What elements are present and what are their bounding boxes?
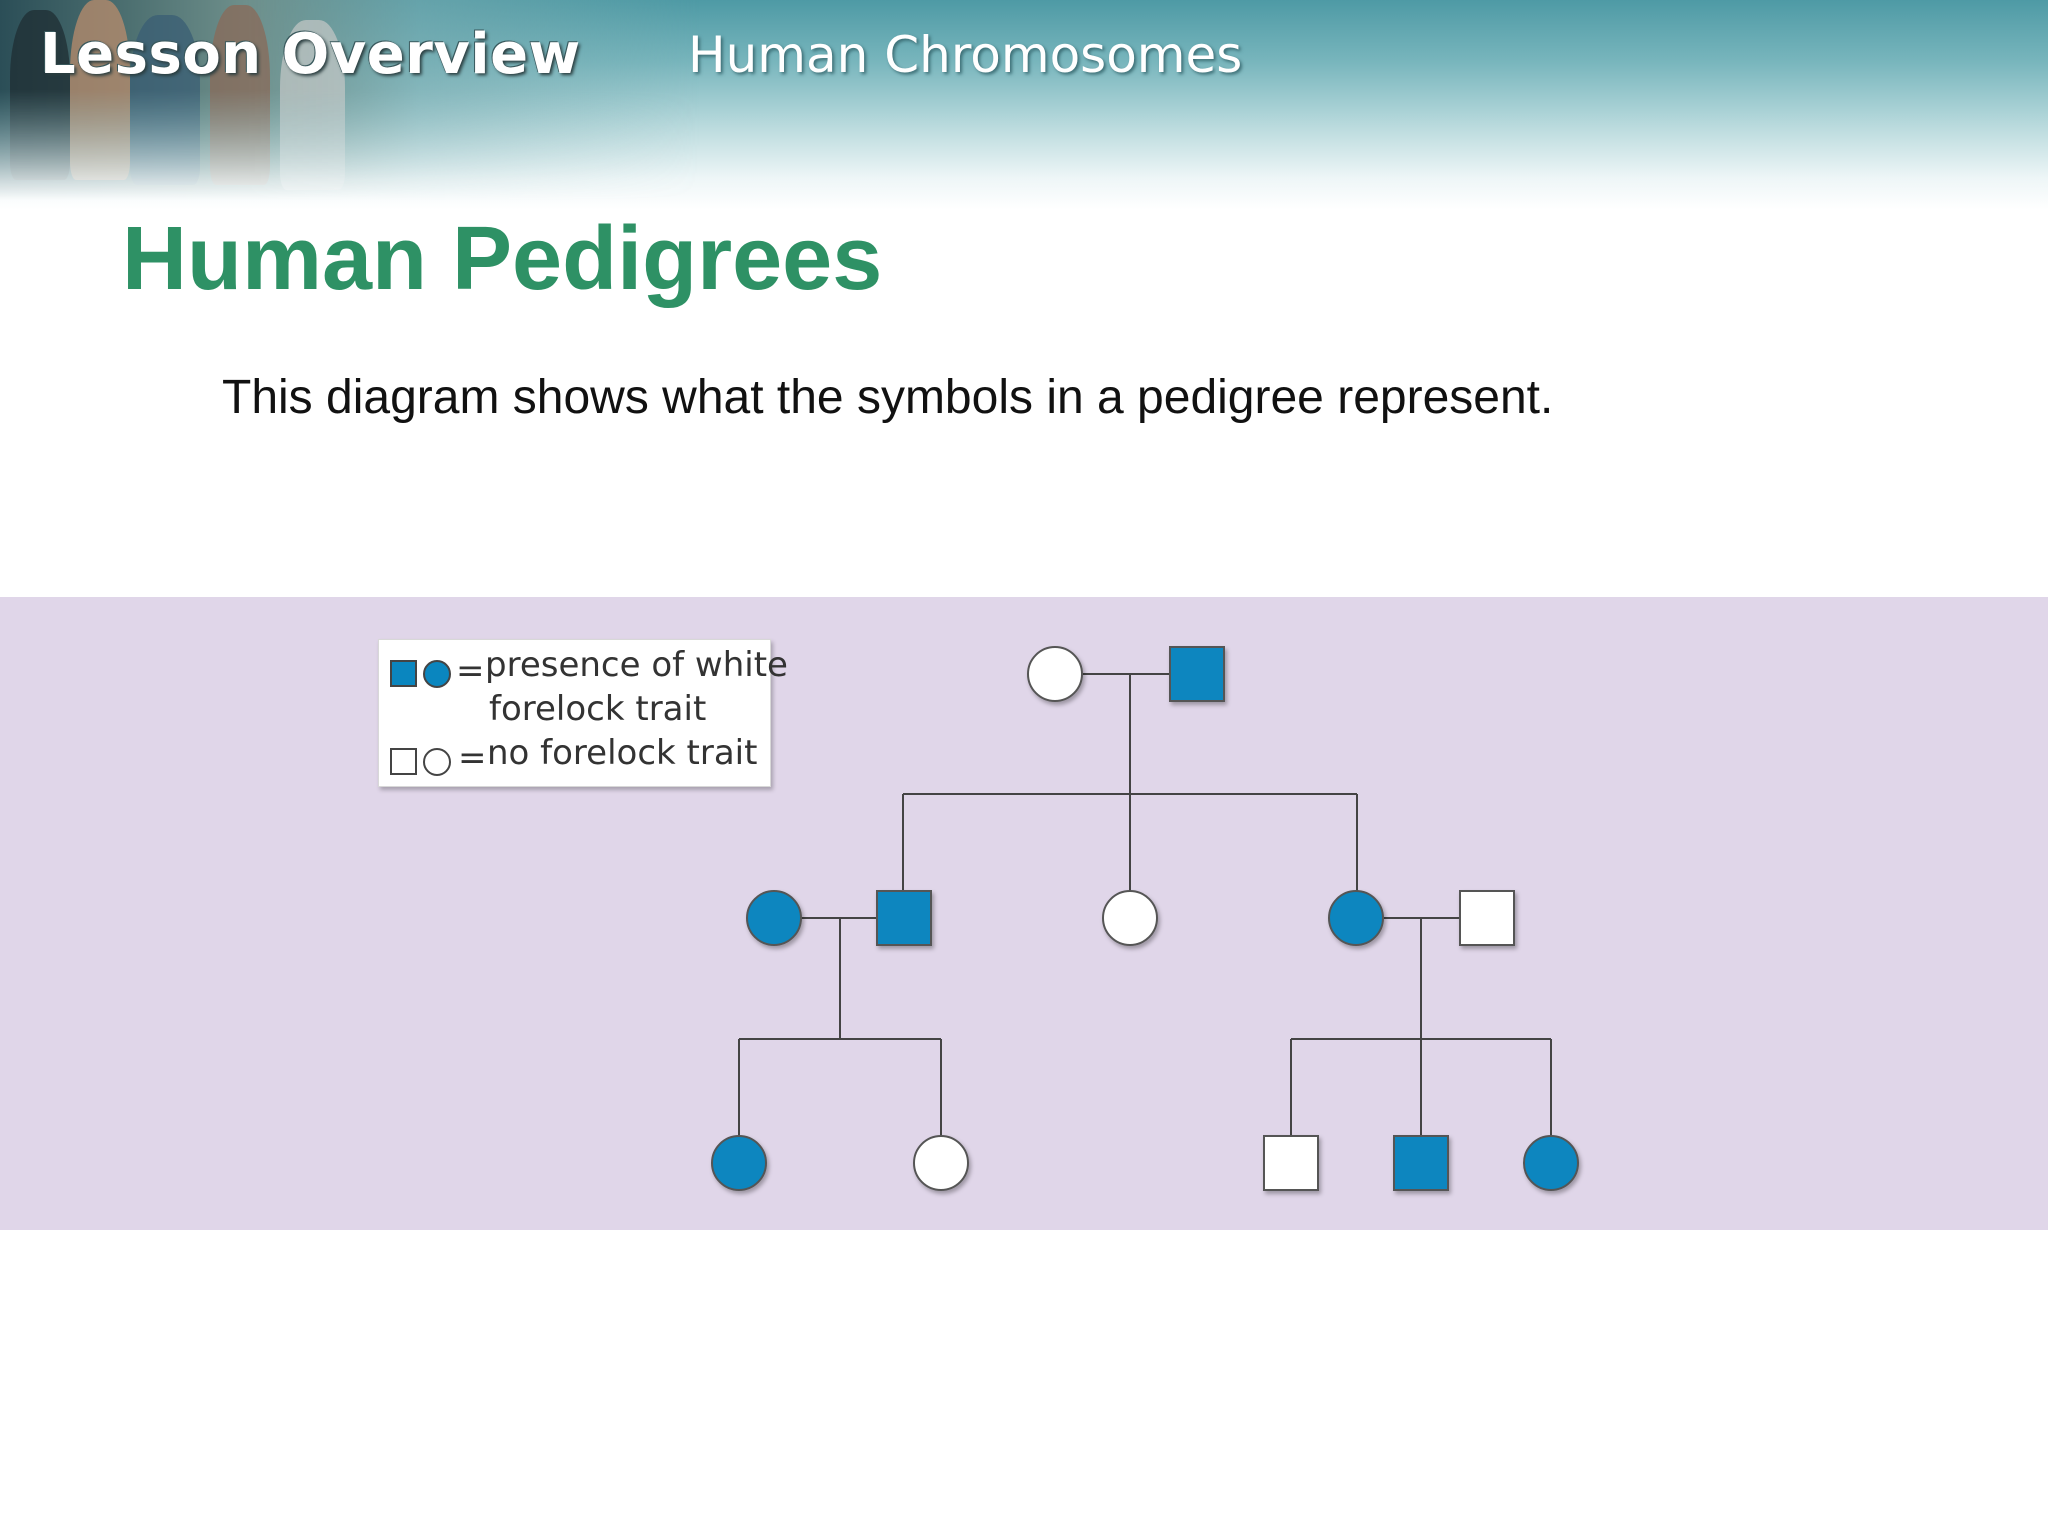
affected-male-symbol [1169,646,1225,702]
affected-male-symbol [1393,1135,1449,1191]
affected-female-symbol [1523,1135,1579,1191]
legend-equals: = [458,738,487,778]
affected-female-symbol [746,890,802,946]
chapter-title: Human Chromosomes [688,26,1243,84]
legend-affected-circle-icon [423,660,451,688]
legend-affected-label-line1: presence of white [485,645,788,685]
legend: = presence of white forelock trait = no … [378,639,788,787]
legend-unaffected-label: no forelock trait [487,733,758,773]
unaffected-female-symbol [1102,890,1158,946]
students-photo [0,0,700,200]
legend-affected-label-line2: forelock trait [489,689,707,729]
slide-subtitle: This diagram shows what the symbols in a… [222,371,1554,424]
pedigree-figure [0,597,2048,1230]
unaffected-female-symbol [913,1135,969,1191]
unaffected-male-symbol [1263,1135,1319,1191]
unaffected-female-symbol [1027,646,1083,702]
affected-male-symbol [876,890,932,946]
affected-female-symbol [1328,890,1384,946]
lesson-overview-label: Lesson Overview [40,22,581,87]
affected-female-symbol [711,1135,767,1191]
legend-affected-square-icon [390,660,417,687]
legend-unaffected-square-icon [390,748,417,775]
pedigree-chart [711,646,1579,1191]
slide-title: Human Pedigrees [122,209,883,309]
legend-unaffected-circle-icon [423,748,451,776]
unaffected-male-symbol [1459,890,1515,946]
legend-equals: = [456,651,485,691]
